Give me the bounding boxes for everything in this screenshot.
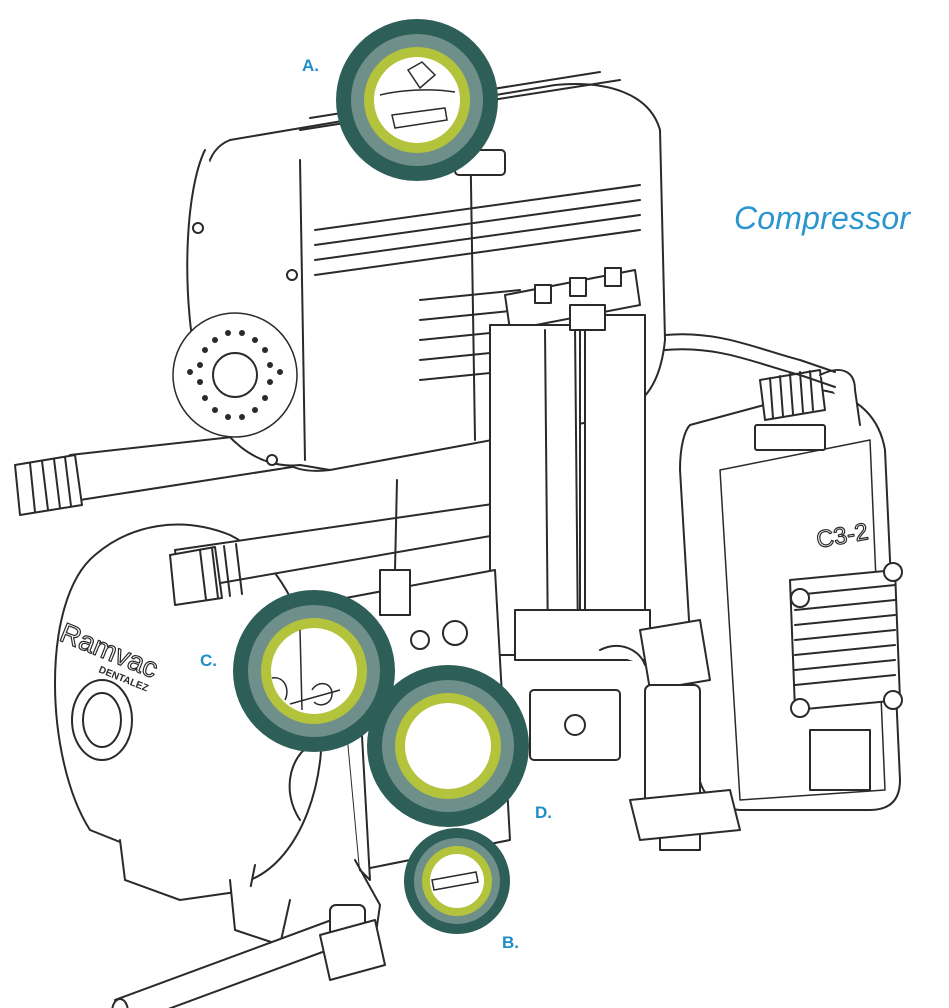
diagram-title: Compressor (734, 200, 911, 236)
callout-label-b: B. (502, 933, 519, 952)
callout-c (233, 590, 395, 752)
callout-label-a: A. (302, 56, 319, 75)
callout-a (336, 19, 498, 181)
filter-columns (489, 267, 651, 661)
callout-d (367, 665, 529, 827)
hoses (288, 333, 836, 941)
bottom-pipe (111, 904, 386, 1008)
callout-label-c: C. (200, 651, 217, 670)
valve-assembly (529, 619, 741, 851)
callout-b (404, 828, 510, 934)
vacuum-motor-housing (54, 523, 323, 946)
control-box (679, 369, 903, 811)
callout-label-d: D. (535, 803, 552, 822)
